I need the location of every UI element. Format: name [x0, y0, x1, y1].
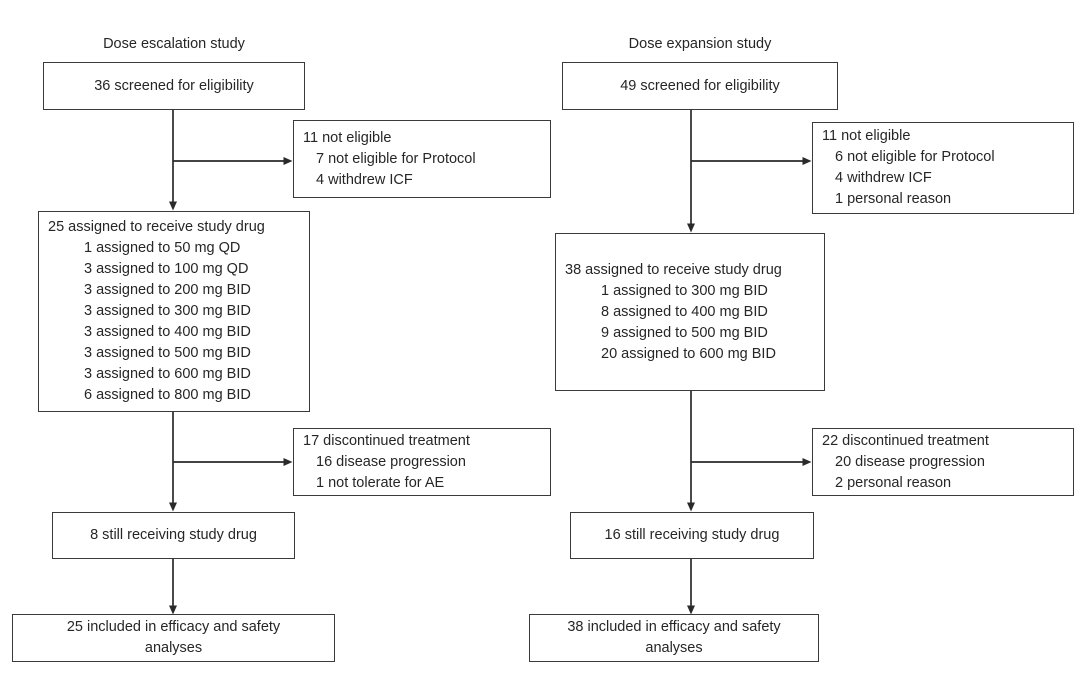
expansion-still-receiving-box: 16 still receiving study drug [570, 512, 814, 559]
assigned-dose-text: 1 assigned to 50 mg QD [84, 240, 241, 256]
assigned-dose-text: 3 assigned to 200 mg BID [84, 282, 251, 298]
assigned-dose-text: 6 assigned to 800 mg BID [84, 387, 251, 403]
assigned-total-text: 25 assigned to receive study drug [48, 219, 265, 235]
assigned-dose-text: 3 assigned to 600 mg BID [84, 366, 251, 382]
not-eligible-reason-text: 7 not eligible for Protocol [316, 150, 476, 167]
escalation-included-box: 25 included in efficacy and safety analy… [12, 614, 335, 662]
discontinued-reason-text: 1 not tolerate for AE [316, 474, 445, 491]
included-text-line1: 25 included in efficacy and safety [66, 619, 281, 635]
screened-count-text: 49 screened for eligibility [620, 77, 780, 94]
still-receiving-text: 16 still receiving study drug [604, 527, 780, 543]
assigned-dose-text: 3 assigned to 400 mg BID [84, 324, 251, 340]
discontinued-total-text: 22 discontinued treatment [822, 432, 989, 449]
discontinued-reason-text: 16 disease progression [316, 453, 466, 470]
expansion-discontinued-box: 22 discontinued treatment 20 disease pro… [812, 428, 1074, 496]
not-eligible-reason-text: 4 withdrew ICF [835, 170, 932, 186]
escalation-discontinued-box: 17 discontinued treatment 16 disease pro… [293, 428, 551, 496]
escalation-not-eligible-box: 11 not eligible 7 not eligible for Proto… [293, 120, 551, 198]
expansion-not-eligible-box: 11 not eligible 6 not eligible for Proto… [812, 122, 1074, 214]
screened-count-text: 36 screened for eligibility [94, 77, 254, 94]
assigned-dose-text: 8 assigned to 400 mg BID [601, 303, 768, 320]
discontinued-reason-text: 2 personal reason [835, 474, 952, 491]
still-receiving-text: 8 still receiving study drug [90, 527, 257, 543]
expansion-included-box: 38 included in efficacy and safety analy… [529, 614, 819, 662]
assigned-dose-text: 3 assigned to 100 mg QD [84, 261, 249, 277]
expansion-column-title: Dose expansion study [628, 36, 772, 52]
escalation-screened-box: 36 screened for eligibility [43, 62, 305, 110]
not-eligible-total-text: 11 not eligible [303, 129, 392, 146]
included-text-line2: analyses [144, 640, 203, 656]
escalation-column-title: Dose escalation study [103, 36, 245, 52]
assigned-dose-text: 9 assigned to 500 mg BID [601, 324, 768, 341]
included-text-line1: 38 included in efficacy and safety [567, 619, 781, 635]
assigned-dose-text: 3 assigned to 300 mg BID [84, 303, 251, 319]
expansion-screened-box: 49 screened for eligibility [562, 62, 838, 110]
not-eligible-reason-text: 1 personal reason [835, 191, 952, 207]
not-eligible-total-text: 11 not eligible [822, 128, 911, 144]
assigned-dose-text: 3 assigned to 500 mg BID [84, 345, 251, 361]
discontinued-reason-text: 20 disease progression [835, 453, 985, 470]
not-eligible-reason-text: 4 withdrew ICF [316, 171, 413, 188]
assigned-total-text: 38 assigned to receive study drug [565, 261, 782, 278]
not-eligible-reason-text: 6 not eligible for Protocol [835, 149, 995, 165]
assigned-dose-text: 20 assigned to 600 mg BID [601, 345, 776, 362]
assigned-dose-text: 1 assigned to 300 mg BID [601, 282, 768, 299]
discontinued-total-text: 17 discontinued treatment [303, 432, 470, 449]
expansion-assigned-box: 38 assigned to receive study drug 1 assi… [555, 233, 825, 391]
escalation-still-receiving-box: 8 still receiving study drug [52, 512, 295, 559]
included-text-line2: analyses [645, 640, 703, 656]
escalation-assigned-box: 25 assigned to receive study drug 1 assi… [38, 211, 310, 412]
